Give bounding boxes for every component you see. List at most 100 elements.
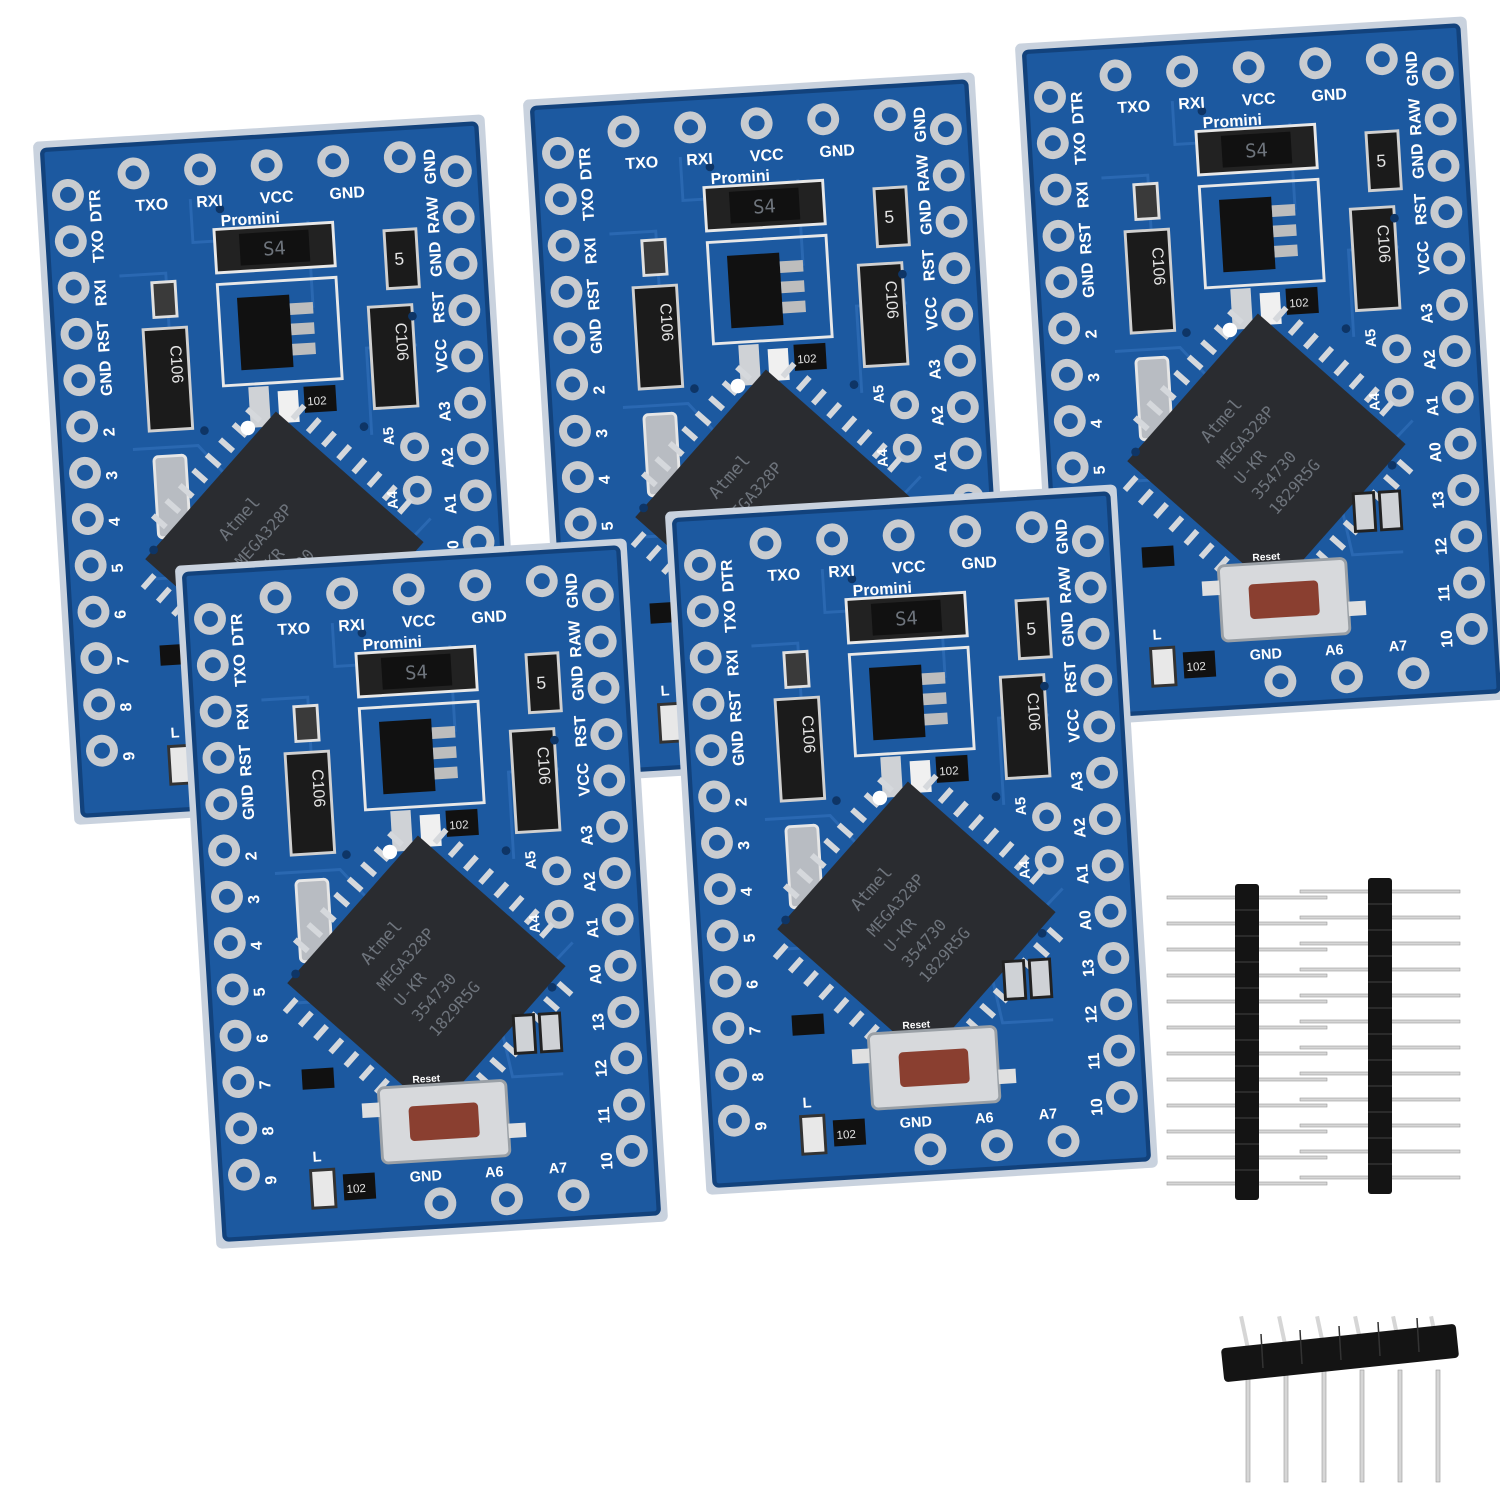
pin-label-right: A1 [932,451,950,473]
pin-label-left: RST [95,320,114,353]
pin-label-left: RST [727,690,746,723]
led-label: L [660,683,670,700]
pin-label-left: DTR [577,146,596,180]
pin-label-inner: A5 [381,426,398,445]
pin-header-icon [1221,1315,1459,1483]
pin-label-right: GND [1403,50,1422,86]
brand-label: Promini [852,580,912,601]
pin-label-right: A0 [1077,910,1095,932]
pin-label-left: DTR [719,558,738,592]
pin-label-right: GND [421,148,440,184]
pin-label-right: VCC [1415,240,1434,275]
pin-label-right: 10 [1439,629,1457,648]
pin-label-top: RXI [196,193,224,212]
pin-label-left: 2 [101,427,119,437]
pin-label-top: VCC [749,146,784,165]
pin-label-left: 8 [260,1126,278,1136]
pin-label-right: A2 [929,405,947,427]
pin-label-left: 3 [594,428,612,438]
pin-label-right: RST [430,291,449,324]
pin-label-left: GND [1079,262,1098,298]
pin-label-right: RAW [424,195,443,234]
pin-label-right: A1 [1424,395,1442,417]
pin-label-top: GND [1311,86,1347,105]
pin-label-left: 7 [747,1026,765,1036]
pin-label-left: 3 [104,470,122,480]
pin-label-top: TXO [1117,98,1151,117]
pin-label-inner: A5 [1013,796,1030,815]
pin-label-right: GND [917,199,936,235]
pin-label-right: VCC [1065,708,1084,743]
pin-label-top: RXI [338,617,366,636]
pin-label-bottom: A6 [485,1164,504,1181]
pro-mini-board: DTRTXORXIRSTGND23456789GNDRAWGNDRSTVCCA3… [175,538,668,1249]
pin-label-right: 11 [1436,584,1454,602]
pin-label-bottom: A7 [1038,1106,1057,1123]
pin-label-left: TXO [721,599,740,633]
pin-label-left: 3 [1086,372,1104,382]
pin-label-right: RST [920,249,939,282]
brand-label: Promini [362,634,422,655]
pin-label-right: RST [572,715,591,748]
pin-label-left: DTR [229,612,248,646]
pin-label-right: 12 [1433,537,1451,556]
pin-label-right: VCC [433,338,452,373]
pin-label-top: TXO [277,620,311,639]
pin-label-left: 5 [251,987,269,997]
pin-label-right: GND [1053,518,1072,554]
pin-label-left: GND [97,360,116,396]
pin-label-left: 9 [121,751,139,761]
pin-label-right: 12 [1083,1005,1101,1024]
pin-label-bottom: GND [409,1168,442,1186]
pin-label-inner: A5 [1363,328,1380,347]
pin-label-inner: A5 [871,384,888,403]
pin-label-right: 13 [1430,491,1448,510]
pin-label-bottom: A6 [1325,642,1344,659]
pin-label-inner: A4 [385,490,402,509]
brand-label: Promini [710,168,770,189]
pin-label-top: VCC [1241,90,1276,109]
pin-label-left: 5 [599,521,617,531]
pin-label-right: A2 [1421,349,1439,371]
pin-label-right: A2 [581,871,599,893]
pin-header-icon [1299,878,1461,1194]
pin-label-left: 7 [115,656,133,666]
pro-mini-board: DTRTXORXIRSTGND23456789GNDRAWGNDRSTVCCA3… [665,484,1158,1195]
led-label: L [1152,627,1162,644]
pin-label-left: RXI [724,649,743,677]
reset-label: Reset [902,1019,931,1032]
pin-label-right: 11 [1086,1052,1104,1070]
pin-label-top: RXI [1178,95,1206,114]
pin-label-right: A3 [1069,771,1087,793]
pin-label-bottom: GND [1249,646,1282,664]
pin-label-right: A2 [439,447,457,469]
pin-label-top: RXI [686,151,714,170]
pin-label-right: A3 [927,359,945,381]
pin-label-right: 12 [593,1059,611,1078]
pin-label-right: 11 [596,1106,614,1124]
pin-label-left: RST [585,278,604,311]
pin-label-top: GND [471,608,507,627]
pin-header-icon [1166,884,1328,1200]
pin-label-right: GND [1409,143,1428,179]
pin-label-left: 4 [1089,419,1107,429]
pin-label-left: 7 [257,1080,275,1090]
pin-label-left: TXO [231,653,250,687]
led-label: L [312,1149,322,1166]
pin-label-right: RST [1412,193,1431,226]
pin-label-right: GND [563,572,582,608]
pin-label-left: 4 [107,517,125,527]
pin-label-top: GND [819,142,855,161]
pin-label-bottom: A6 [975,1110,994,1127]
pin-label-right: A3 [437,401,455,423]
pin-label-left: 8 [118,702,136,712]
pin-label-left: TXO [89,229,108,263]
pin-label-left: 5 [741,933,759,943]
pin-label-left: GND [239,784,258,820]
pin-label-right: GND [569,665,588,701]
led-label: L [170,725,180,742]
pin-label-left: TXO [1071,131,1090,165]
pin-label-inner: A4 [1017,860,1034,879]
pin-label-top: VCC [401,612,436,631]
brand-label: Promini [1202,112,1262,133]
